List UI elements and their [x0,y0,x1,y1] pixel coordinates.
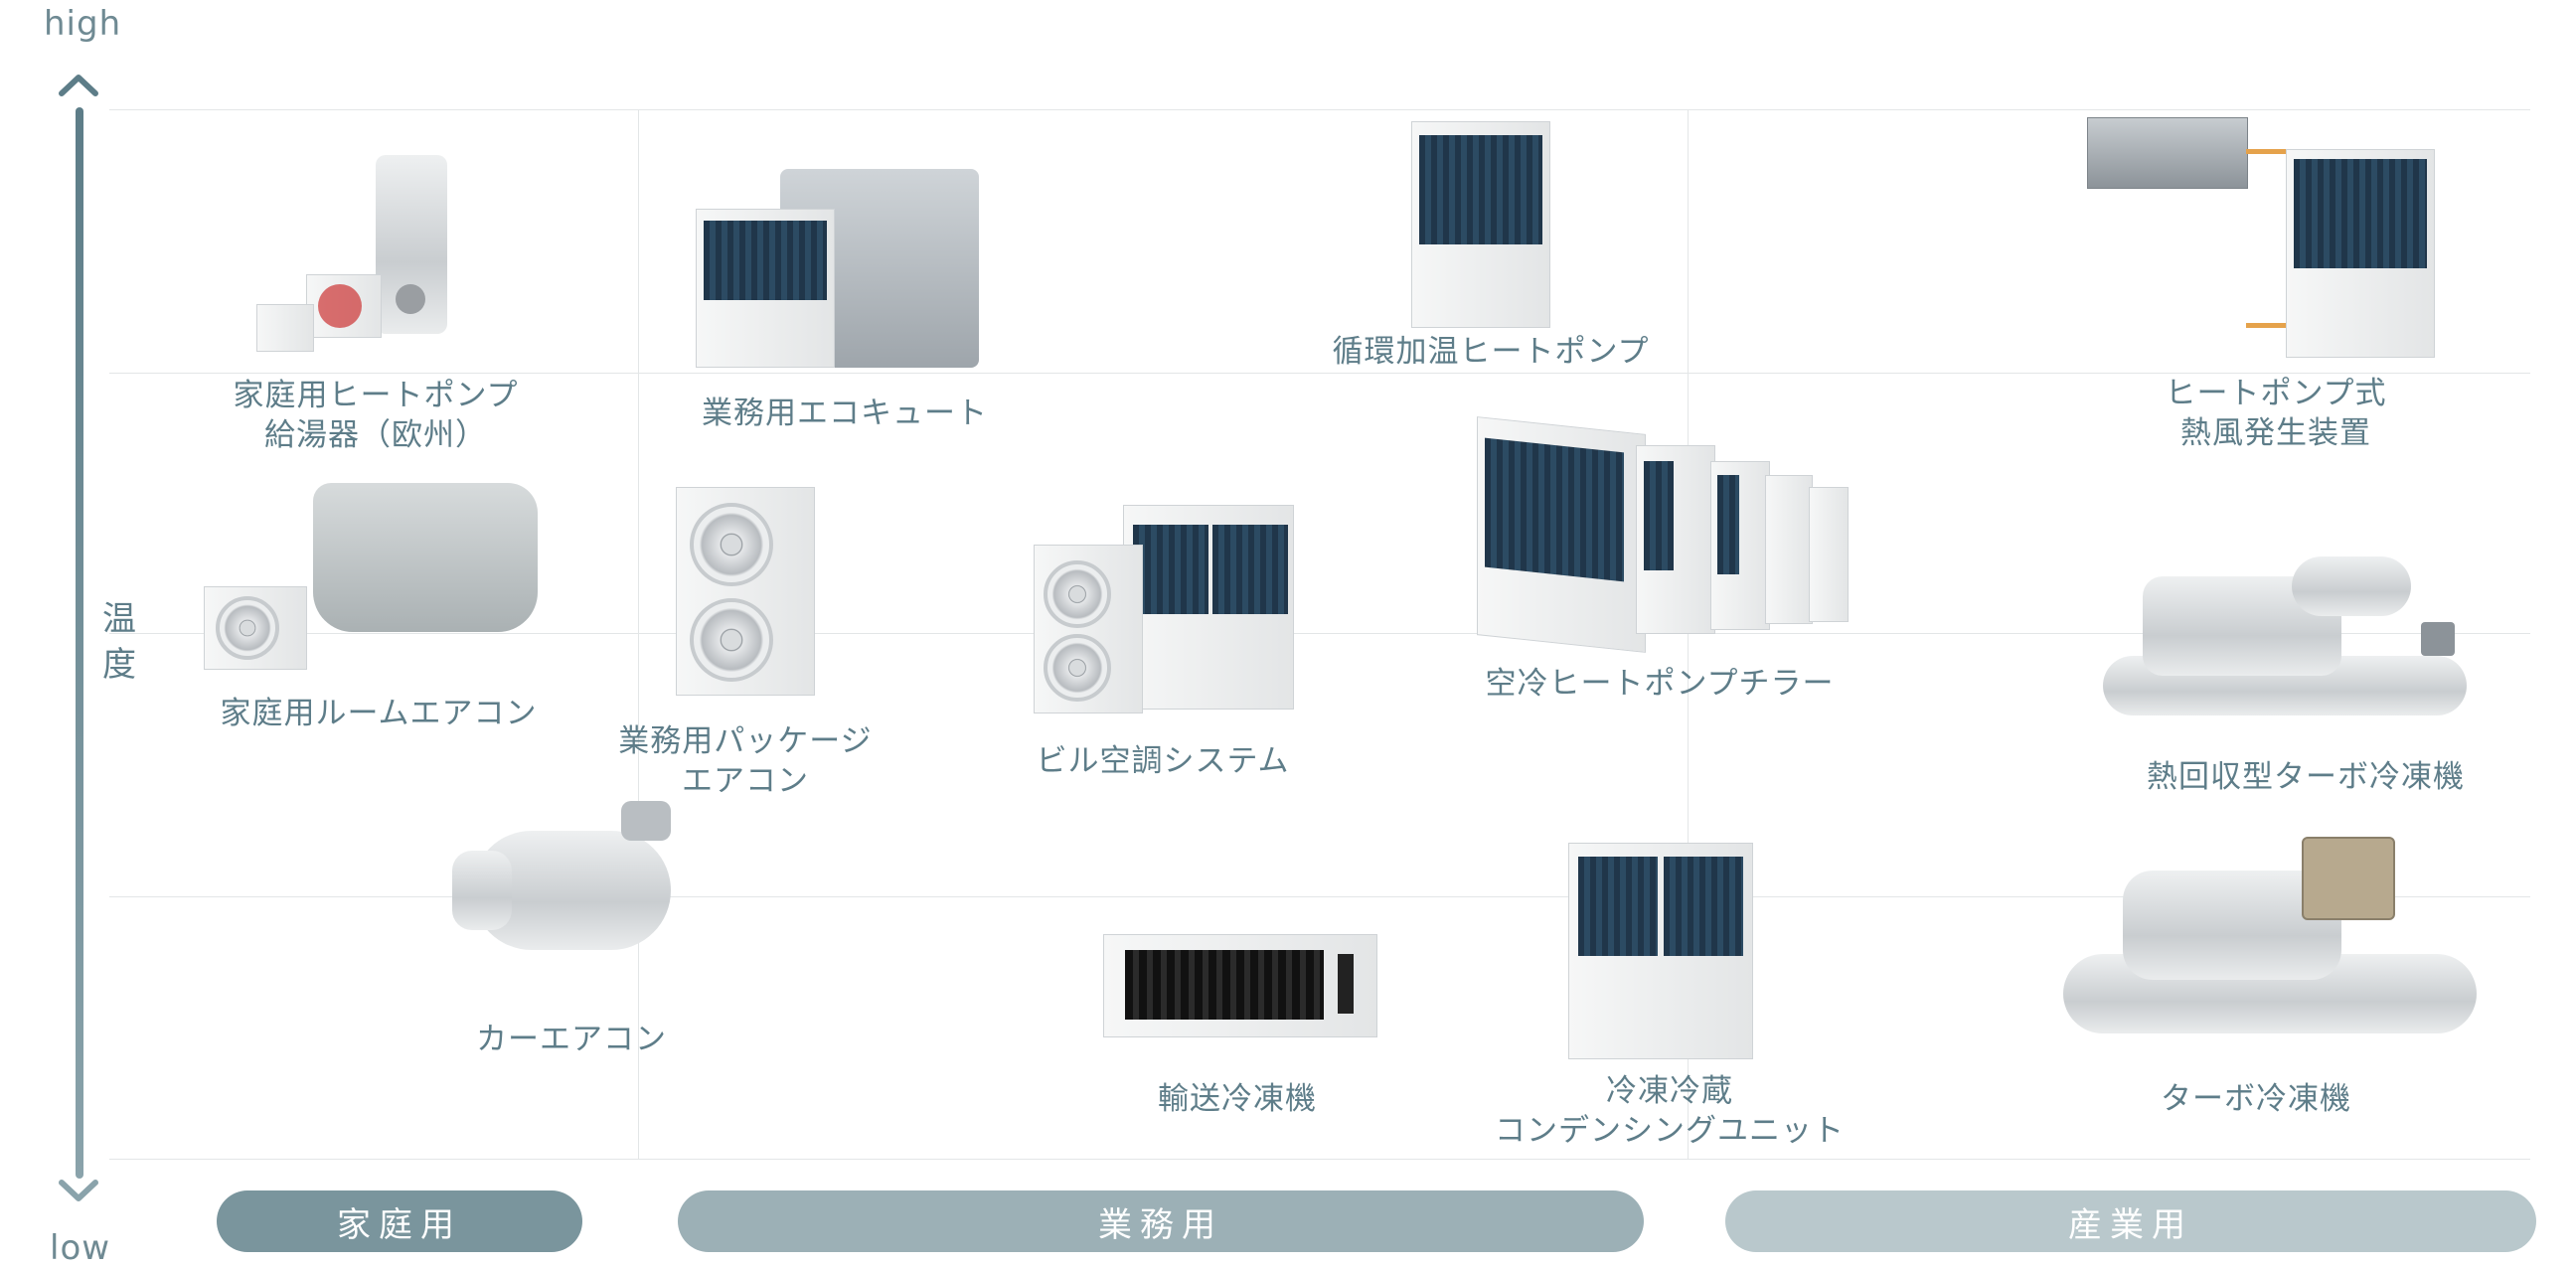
heat-recovery-turbo-image [2103,537,2471,735]
building-aircon-image [1034,505,1294,713]
home-room-aircon-image [204,483,542,672]
label-home-room-aircon: 家庭用ルームエアコン [220,696,538,731]
transport-refrigeration-image [1103,934,1381,1043]
business-ecocute-image [696,149,994,378]
arrow-down-icon [59,1180,98,1201]
arrow-up-icon [59,75,98,96]
hot-air-generator-image [2087,113,2445,362]
label-home-heat-pump: 家庭用ヒートポンプ 給湯器（欧州） [233,378,519,453]
temperature-axis-label: 温 度 [102,599,136,685]
turbo-refrigerator-image [2063,831,2481,1059]
label-heat-recovery-turbo: 熱回収型ターボ冷凍機 [2147,759,2465,795]
grid-line-5 [109,1159,2530,1160]
home-heat-pump-image [256,155,455,364]
category-industrial-pill: 産業用 [1725,1190,2536,1252]
grid-line-1 [109,109,2530,110]
grid-line-3 [109,633,2530,634]
air-cooled-chiller-image [1477,405,1854,653]
label-turbo-refrigerator: ターボ冷凍機 [2161,1081,2351,1117]
axis-high-label: high [44,4,122,44]
label-hot-air-generator: ヒートポンプ式 熱風発生装置 [2165,376,2387,451]
label-car-aircon: カーエアコン [476,1022,667,1057]
label-air-cooled-chiller: 空冷ヒートポンプチラー [1485,666,1835,702]
label-building-aircon: ビル空調システム [1036,743,1290,779]
grid-line-4 [109,896,2530,897]
car-aircon-image [452,801,691,980]
temperature-axis [76,107,83,1179]
label-condensing-unit: 冷凍冷蔵 コンデンシングユニット [1495,1073,1845,1149]
axis-low-label: low [50,1228,111,1268]
label-business-ecocute: 業務用エコキュート [702,396,988,431]
circulation-heat-pump-image [1411,121,1550,328]
category-home-pill: 家庭用 [217,1190,582,1252]
label-business-package-aircon: 業務用パッケージ エアコン [618,723,873,799]
grid-line-2 [109,373,2530,374]
grid-divider-1 [638,109,639,1159]
category-business-pill: 業務用 [678,1190,1644,1252]
label-circulation-heat-pump: 循環加温ヒートポンプ [1332,334,1650,370]
grid-divider-2 [1688,109,1689,1159]
label-transport-refrigeration: 輸送冷凍機 [1158,1081,1317,1117]
condensing-unit-image [1568,843,1753,1059]
business-package-aircon-image [676,487,815,696]
